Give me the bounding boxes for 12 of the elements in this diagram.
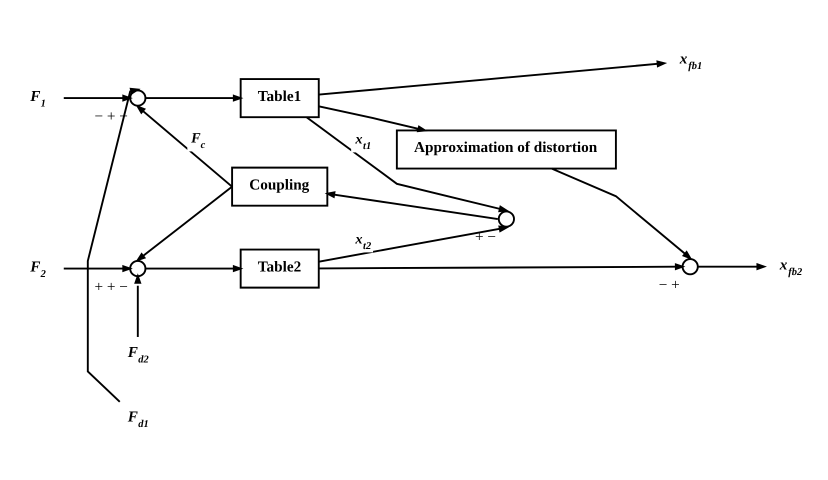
node-text: x$_{fb2}$ [780,256,802,278]
node-text: F$_{2}$ [30,258,46,280]
node-text: F$_{1}$ [30,88,46,110]
node-label: + + − [94,278,128,296]
node-text: F$_{d2}$ [128,344,149,366]
node-label: + − [474,228,496,246]
edge-label: F$_{c}$ [191,130,206,151]
node-label: − + [658,276,680,294]
node-text: x$_{fb1}$ [680,50,702,72]
node-text: F$_{d1}$ [128,408,149,430]
edge-label: x$_{t1}$ [355,131,372,152]
edge-label: x$_{t2}$ [355,231,372,252]
